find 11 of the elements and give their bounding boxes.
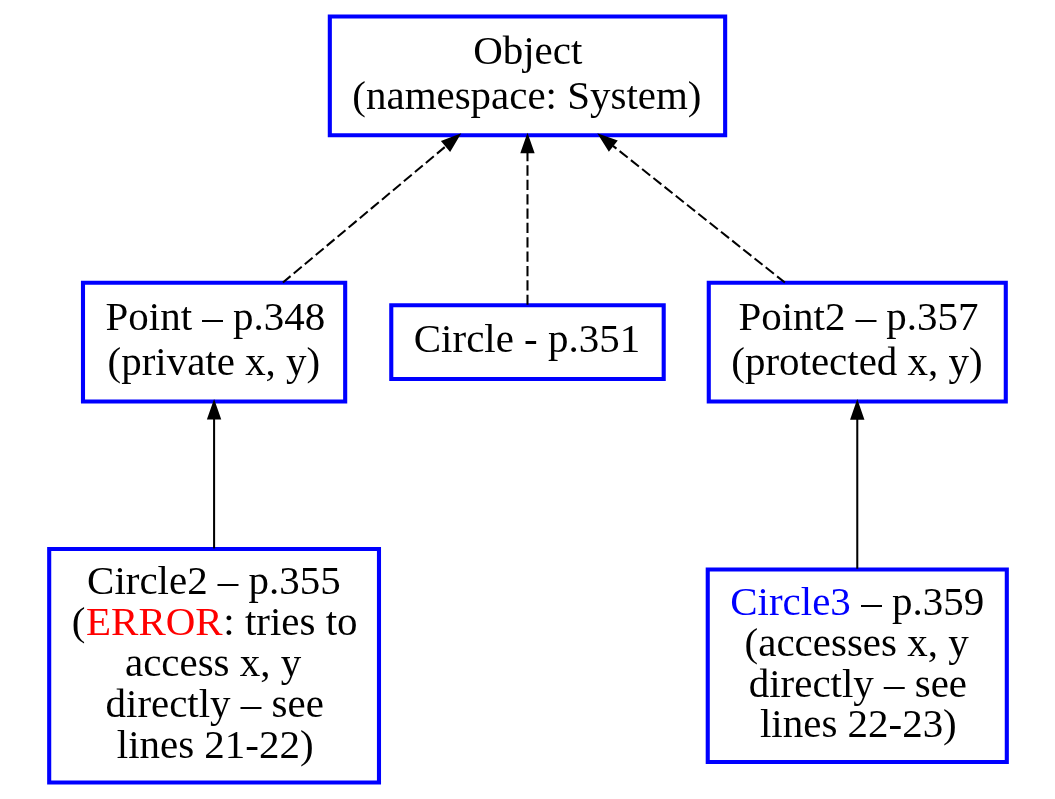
node-box: Circle2 – p.355 (ERROR: tries to access x, y directly – see lines 21-22) (46, 547, 381, 785)
arrow (849, 399, 864, 569)
node-box: Point – p.348 (private x, y) (80, 280, 347, 404)
arrow (281, 133, 461, 284)
node-box: Object (namespace: System) (327, 14, 727, 138)
node-box: Point2 – p.357 (protected x, y) (706, 280, 1008, 404)
arrow (596, 133, 786, 284)
node-box: Circle3 – p.359 (accesses x, y directly – see lines 22-23) (705, 567, 1009, 765)
arrow (206, 398, 221, 549)
arrow (519, 132, 535, 305)
node-box: Circle - p.351 (388, 303, 666, 382)
